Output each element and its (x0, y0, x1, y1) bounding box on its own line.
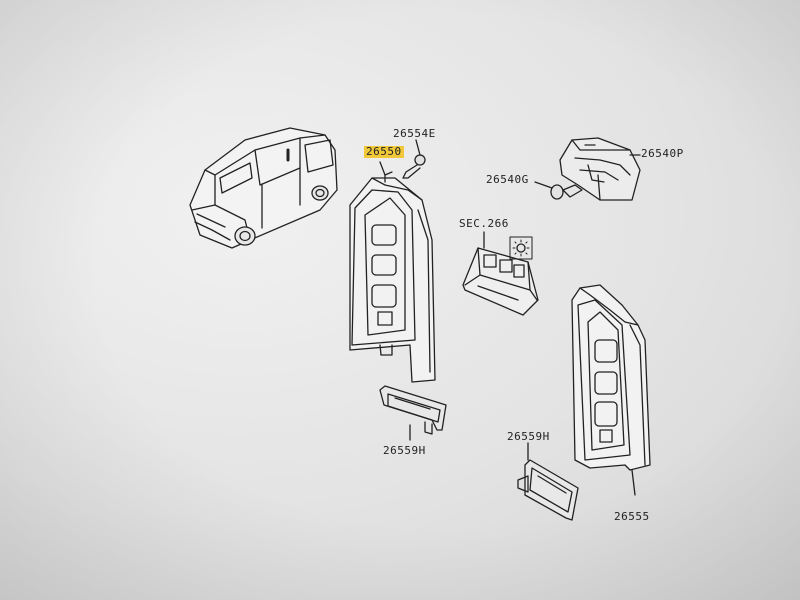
van-illustration (189, 127, 338, 249)
lamp-assembly-left (349, 171, 436, 383)
part-number-26555: 26555 (614, 510, 650, 523)
license-lamp-right (517, 442, 579, 521)
part-number-26554e: 26554E (393, 127, 436, 140)
socket-26540g (534, 181, 583, 200)
leader-26550 (379, 161, 386, 176)
screw-26554e (402, 139, 426, 179)
part-number-26550: 26550 (364, 145, 404, 158)
bulb-symbol (509, 236, 533, 260)
license-lamp-left (379, 385, 447, 441)
part-number-26540g: 26540G (486, 173, 529, 186)
section-ref-sec266: SEC.266 (459, 217, 509, 230)
part-number-26559h-right: 26559H (507, 430, 550, 443)
bracket-26540p (559, 137, 641, 201)
lamp-assembly-right (571, 284, 651, 496)
module-sec266 (462, 231, 539, 316)
part-number-26559h-left: 26559H (383, 444, 426, 457)
part-number-26540p: 26540P (641, 147, 684, 160)
